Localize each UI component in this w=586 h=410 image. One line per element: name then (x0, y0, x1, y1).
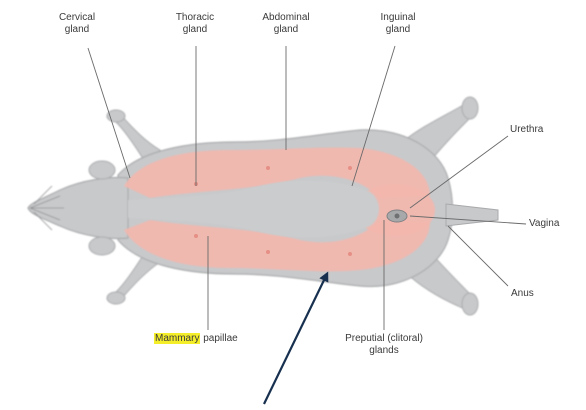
pointer-arrow (264, 276, 326, 404)
anus-leader (448, 226, 508, 286)
inguinal-label-line1: Inguinal (380, 12, 415, 23)
tail (446, 204, 498, 226)
abdominal-label-line2: gland (274, 24, 298, 35)
urethral-opening (395, 214, 400, 219)
vagina-label: Vagina (529, 218, 559, 230)
abdominal-label-line1: Abdominal (262, 12, 309, 23)
thoracic-gland-label: Thoracic gland (158, 12, 232, 36)
inguinal-gland-label: Inguinal gland (362, 12, 434, 36)
preputial-glands-label: Preputial (clitoral) glands (326, 333, 442, 357)
preputial-label-line2: glands (369, 345, 398, 356)
nipple (266, 166, 270, 170)
thoracic-label-line2: gland (183, 24, 207, 35)
front-right-paw (107, 292, 125, 304)
nipple (194, 234, 198, 238)
thoracic-label-line1: Thoracic (176, 12, 214, 23)
left-ear (89, 161, 115, 179)
hind-right-paw (462, 293, 478, 315)
inguinal-label-line2: gland (386, 24, 410, 35)
nipple (348, 166, 352, 170)
nipple (266, 250, 270, 254)
mammary-highlight: Mammary (154, 333, 200, 344)
abdominal-gland-label: Abdominal gland (246, 12, 326, 36)
cervical-label-line2: gland (65, 24, 89, 35)
anus-label: Anus (511, 288, 534, 300)
cervical-gland-label: Cervical gland (40, 12, 114, 36)
cervical-label-line1: Cervical (59, 12, 95, 23)
hind-left-paw (462, 97, 478, 119)
papillae-text: papillae (200, 333, 237, 344)
mammary-papillae-label: Mammary papillae (154, 333, 238, 345)
preputial-label-line1: Preputial (clitoral) (345, 333, 423, 344)
nipple (348, 252, 352, 256)
genital-region (387, 210, 407, 222)
urethra-label: Urethra (510, 124, 543, 136)
right-ear (89, 237, 115, 255)
